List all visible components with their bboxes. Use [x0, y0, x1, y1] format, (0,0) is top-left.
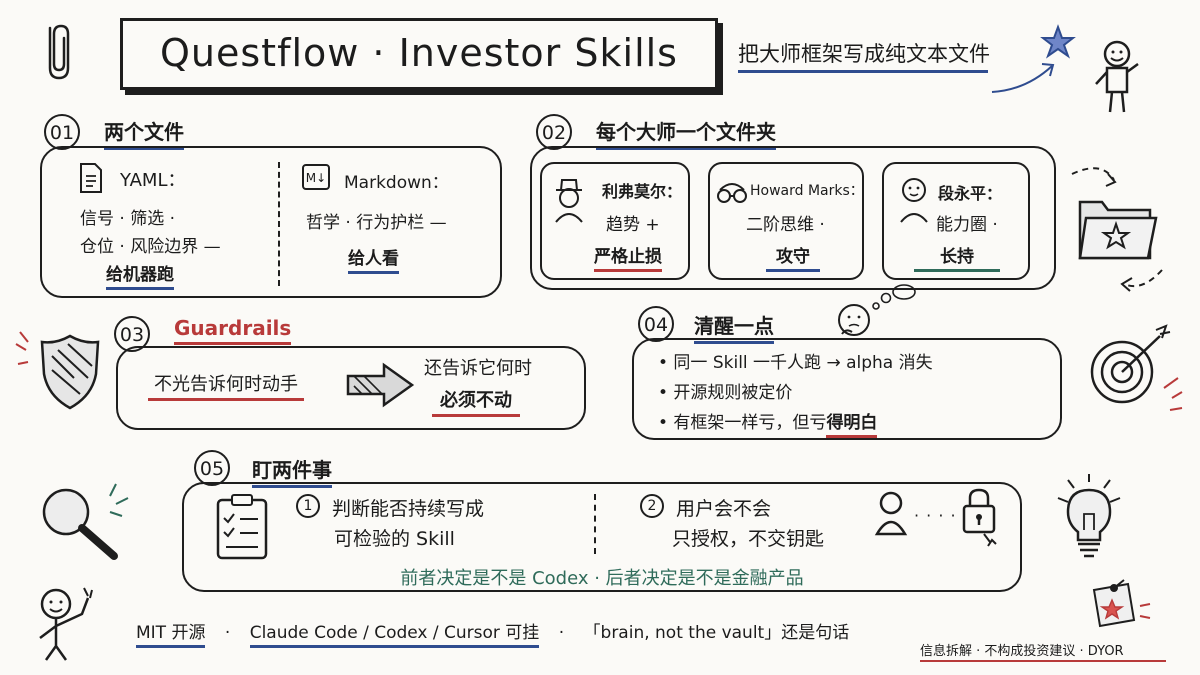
guardrails-right-line1: 还告诉它何时	[424, 358, 532, 379]
divider	[594, 494, 596, 554]
thinking-face-icon	[838, 284, 916, 336]
target-icon	[1090, 324, 1183, 411]
footer-mit-open-source: MIT 开源	[136, 623, 206, 648]
md-line-2: 给人看	[348, 244, 399, 274]
master-line-2: 长持	[914, 242, 1000, 272]
yaml-line-2: 仓位 · 风险边界 —	[80, 237, 221, 257]
sober-bullet-3-emphasis: 得明白	[826, 413, 878, 438]
section-title-stay-sober: 清醒一点	[694, 310, 774, 344]
footer-line: MIT 开源 · Claude Code / Codex / Cursor 可挂…	[136, 618, 850, 648]
item-2-line-1: 用户会不会	[676, 498, 772, 520]
footer-separator: ·	[224, 623, 231, 643]
arrow-up-right-icon	[991, 63, 1055, 93]
master-name: 利弗莫尔：	[602, 182, 683, 201]
master-line-2: 严格止损	[594, 242, 662, 272]
yaml-label: YAML：	[120, 170, 186, 191]
tagline-underline	[738, 70, 988, 73]
sober-bullet-2: • 开源规则被定价	[658, 383, 793, 403]
file-icon	[80, 163, 102, 193]
master-line-1: 趋势 +	[606, 215, 660, 235]
md-line-1: 哲学 · 行为护栏 —	[306, 213, 447, 233]
checklist-icon	[216, 494, 268, 560]
item-1-line-2: 可检验的 Skill	[334, 528, 455, 550]
lock-icon	[962, 488, 997, 547]
master-card-howard-marks: Howard Marks： 二阶思维 · 攻守	[708, 162, 864, 280]
item-1-line-1: 判断能否持续写成	[332, 498, 485, 520]
paperclip-icon	[48, 24, 70, 80]
master-line-2: 攻守	[766, 242, 820, 272]
title-box: Questflow · Investor Skills	[120, 18, 718, 90]
section-title-guardrails: Guardrails	[174, 316, 292, 345]
folder-star-icon	[1071, 167, 1163, 292]
guardrails-left-text: 不光告诉何时动手	[148, 370, 304, 401]
item-2-line-2: 只授权，不交钥匙	[672, 528, 825, 550]
footer-brain-quote: 「brain, not the vault」还是句话	[583, 623, 850, 643]
person-icon	[900, 178, 928, 223]
watch-conclusion: 前者决定是不是 Codex · 后者决定是不是金融产品	[400, 568, 804, 589]
star-icon	[1040, 24, 1076, 59]
glasses-icon	[717, 183, 747, 203]
section-number-02: 02	[536, 114, 572, 150]
arrow-right-icon	[346, 362, 415, 408]
sober-bullet-1: • 同一 Skill 一千人跑 → alpha 消失	[658, 353, 933, 373]
connector-dots: · · · ·	[914, 506, 957, 525]
divider	[278, 162, 280, 286]
master-line-1: 能力圈 ·	[936, 215, 998, 235]
tagline: 把大师框架写成纯文本文件	[738, 42, 990, 66]
stay-sober-box: • 同一 Skill 一千人跑 → alpha 消失 • 开源规则被定价 • 有…	[632, 338, 1062, 440]
section-title-two-files: 两个文件	[104, 116, 184, 150]
two-files-box: YAML： 信号 · 筛选 · 仓位 · 风险边界 — 给机器跑 M↓ Mark…	[40, 146, 502, 298]
markdown-icon: M↓	[302, 164, 330, 190]
fedora-man-icon	[555, 179, 583, 223]
shield-icon	[15, 331, 100, 410]
item-2-number: 2	[640, 494, 664, 518]
master-line-1: 二阶思维 ·	[746, 215, 825, 235]
guardrails-right-line2: 必须不动	[432, 386, 520, 417]
section-number-04: 04	[638, 306, 674, 342]
master-card-livermore: 利弗莫尔： 趋势 + 严格止损	[540, 162, 690, 280]
pinned-note-icon	[1092, 579, 1151, 628]
master-name: 段永平：	[938, 184, 1003, 203]
section-title-watch-two-things: 盯两件事	[252, 454, 332, 488]
yaml-line-1: 信号 · 筛选 ·	[80, 209, 176, 229]
markdown-label: Markdown：	[344, 173, 449, 193]
pointing-figure-icon	[39, 587, 93, 661]
user-silhouette-icon	[874, 491, 908, 536]
disclaimer: 信息拆解 · 不构成投资建议 · DYOR	[920, 644, 1124, 659]
footer-tools: Claude Code / Codex / Cursor 可挂	[249, 623, 540, 648]
sober-bullet-3: • 有框架一样亏，但亏得明白	[658, 408, 878, 438]
item-1-number: 1	[296, 494, 320, 518]
master-card-duan-yongping: 段永平： 能力圈 · 长持	[882, 162, 1030, 280]
section-title-master-folders: 每个大师一个文件夹	[596, 116, 776, 150]
page-title: Questflow · Investor Skills	[160, 31, 678, 75]
masters-box: 利弗莫尔： 趋势 + 严格止损 Howard Marks： 二阶思维 · 攻守 …	[530, 146, 1056, 290]
section-number-01: 01	[44, 114, 80, 150]
sober-bullet-3-text: • 有框架一样亏，但亏	[658, 413, 827, 433]
guardrails-box: 不光告诉何时动手 还告诉它何时 必须不动	[116, 346, 586, 430]
disclaimer-underline	[920, 660, 1166, 662]
section-number-05: 05	[194, 450, 230, 486]
light-bulb-icon	[1057, 474, 1121, 558]
watch-two-things-box: 1 判断能否持续写成 可检验的 Skill 2 用户会不会 只授权，不交钥匙 ·…	[182, 482, 1022, 592]
master-name: Howard Marks：	[750, 183, 864, 199]
footer-separator: ·	[558, 623, 565, 643]
magnifier-icon	[42, 483, 129, 560]
stick-figure-icon	[1095, 40, 1139, 113]
yaml-line-3: 给机器跑	[106, 260, 174, 290]
